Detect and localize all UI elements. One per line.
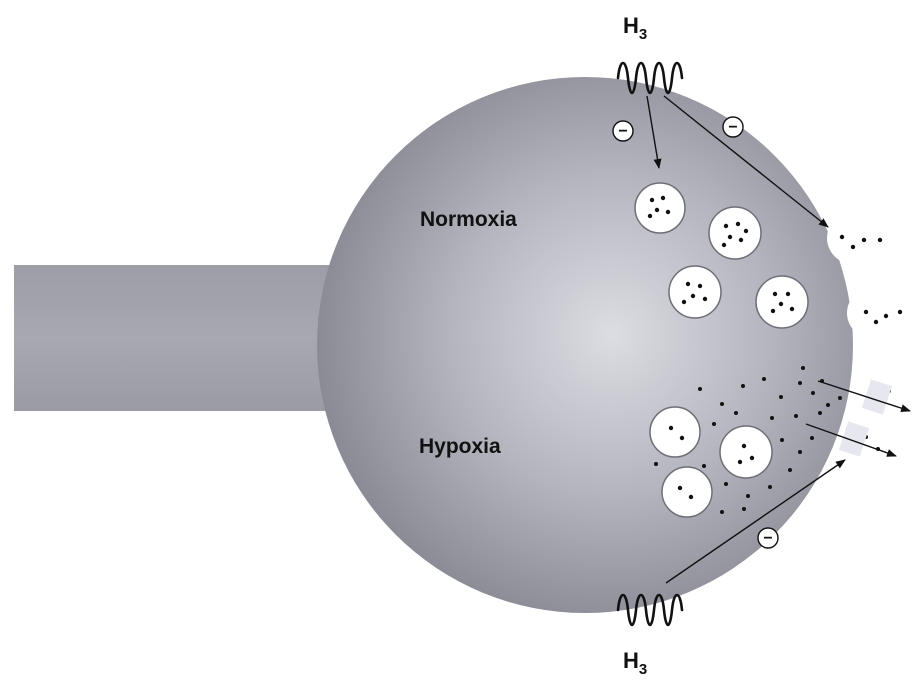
receptor-label-bottom: H3 (623, 648, 647, 678)
minus-circle-icon: − (613, 121, 633, 141)
inhibition-sign: − (763, 530, 772, 547)
minus-circle-icon: − (758, 528, 778, 548)
axon (14, 265, 364, 411)
inhibition-sign: − (618, 123, 627, 140)
label-hypoxia: Hypoxia (419, 435, 501, 458)
fusion-pore (847, 288, 897, 338)
receptor-label-top: H3 (623, 13, 647, 43)
vesicle (650, 407, 700, 457)
fusion-pore (827, 212, 879, 264)
vesicle (756, 276, 808, 328)
label-normoxia: Normoxia (420, 208, 517, 231)
inhibition-sign: − (728, 119, 737, 136)
vesicle (635, 183, 685, 233)
vesicle (669, 266, 721, 318)
vesicle (709, 207, 761, 259)
minus-circle-icon: − (723, 117, 743, 137)
transporter (839, 421, 869, 456)
vesicle (662, 467, 712, 517)
vesicle (720, 426, 772, 478)
